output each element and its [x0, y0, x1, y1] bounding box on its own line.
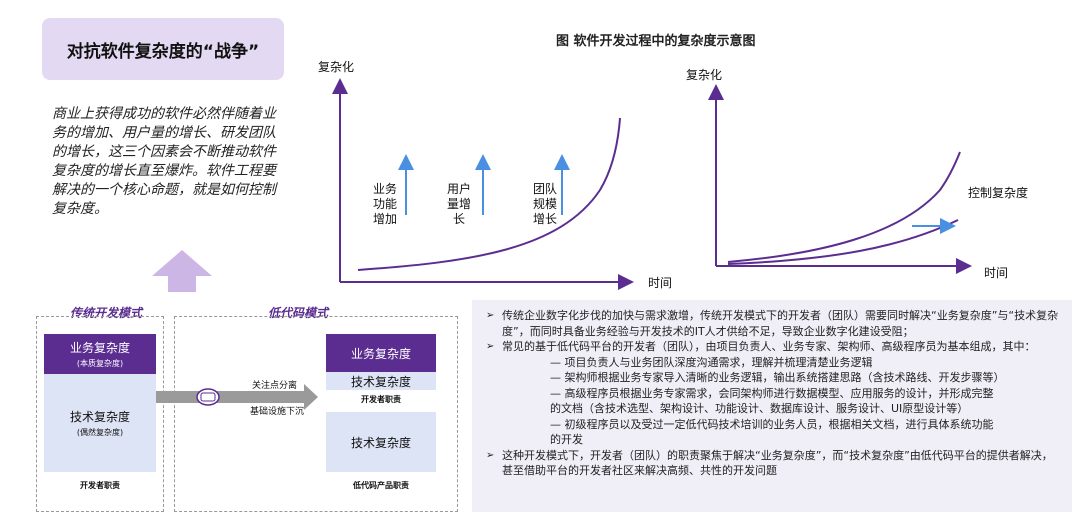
left-xlabel: 时间	[648, 276, 673, 290]
up-arrow-icon	[152, 250, 212, 292]
arrow-note-bottom: 基础设施下沉	[250, 407, 305, 417]
panel-sub-1: — 项目负责人与业务团队深度沟通需求，理解并梳理清楚业务逻辑	[550, 355, 873, 369]
traditional-business-block: 业务复杂度 (本质复杂度)	[44, 334, 156, 374]
right-controlled-curve	[727, 219, 959, 265]
left-complexity-curve	[357, 117, 621, 271]
factor-label-team: 团队 规模 增长	[532, 182, 557, 226]
panel-sub-4a: — 初级程序员以及受过一定低代码技术培训的业务人员，根据相关文档，进行具体系统功…	[550, 417, 994, 431]
traditional-box	[36, 316, 164, 512]
right-original-curve	[727, 151, 961, 263]
lowcode-box	[174, 316, 458, 512]
traditional-tech-sub: (偶然复杂度)	[76, 428, 124, 437]
lowcode-business-label: 业务复杂度	[350, 346, 411, 361]
complexity-charts	[332, 78, 972, 290]
factor-label-users: 用户 量增 长	[446, 182, 471, 226]
right-xlabel: 时间	[984, 266, 1009, 280]
lowcode-footer: 低代码产品职责	[353, 481, 409, 490]
lowcode-tech-bottom-block: 技术复杂度	[326, 412, 436, 472]
arrow-note-top: 关注点分离	[252, 381, 298, 391]
panel-bullet-2: 常见的基于低代码平台的开发者（团队），由项目负责人、业务专家、架构师、高级程序员…	[486, 339, 1062, 355]
traditional-footer: 开发者职责	[80, 481, 120, 490]
panel-sub-3b: 的文档（含技术选型、架构设计、功能设计、数据库设计、服务设计、UI原型设计等）	[550, 402, 969, 415]
traditional-tech-block: 技术复杂度 (偶然复杂度)	[44, 374, 156, 472]
panel-sub-3a: — 高级程序员根据业务专家需求，会同架构师进行数据模型、应用服务的设计，并形成完…	[550, 386, 994, 400]
control-annotation: 控制复杂度	[968, 186, 1029, 200]
panel-bullet-3: 这种开发模式下，开发者（团队）的职责聚焦于解决“业务复杂度”，而“技术复杂度”由…	[486, 448, 1062, 479]
page-title: 对抗软件复杂度的“战争”	[42, 18, 284, 80]
factor-label-business: 业务 功能 增加	[372, 182, 397, 226]
traditional-business-sub: (本质复杂度)	[76, 359, 124, 368]
explanation-panel: 传统企业数字化步伐的加快与需求激增，传统开发模式下的开发者（团队）需要同时解决“…	[472, 300, 1072, 512]
lowcode-dev-label: 开发者职责	[361, 395, 401, 404]
lowcode-tech-top-label: 技术复杂度	[350, 374, 411, 389]
intro-text: 商业上获得成功的软件必然伴随着业务的增加、用户量的增长、研发团队的增长，这三个因…	[52, 106, 276, 217]
panel-bullet-1: 传统企业数字化步伐的加快与需求激增，传统开发模式下的开发者（团队）需要同时解决“…	[486, 308, 1062, 339]
left-ylabel: 复杂化	[318, 60, 355, 74]
panel-sub-4b: 的开发	[550, 433, 583, 446]
lowcode-business-block: 业务复杂度	[326, 334, 436, 372]
right-ylabel: 复杂化	[686, 68, 723, 82]
figure-title: 图 软件开发过程中的复杂度示意图	[556, 34, 756, 49]
panel-sub-2: — 架构师根据业务专家导入清晰的业务逻辑，输出系统搭建思路（含技术路线、开发步骤…	[550, 371, 1005, 384]
lowcode-tech-bottom-label: 技术复杂度	[350, 435, 411, 450]
traditional-business-label: 业务复杂度	[69, 341, 130, 355]
traditional-tech-label: 技术复杂度	[69, 410, 130, 424]
lowcode-tech-top-block: 技术复杂度	[326, 372, 436, 390]
